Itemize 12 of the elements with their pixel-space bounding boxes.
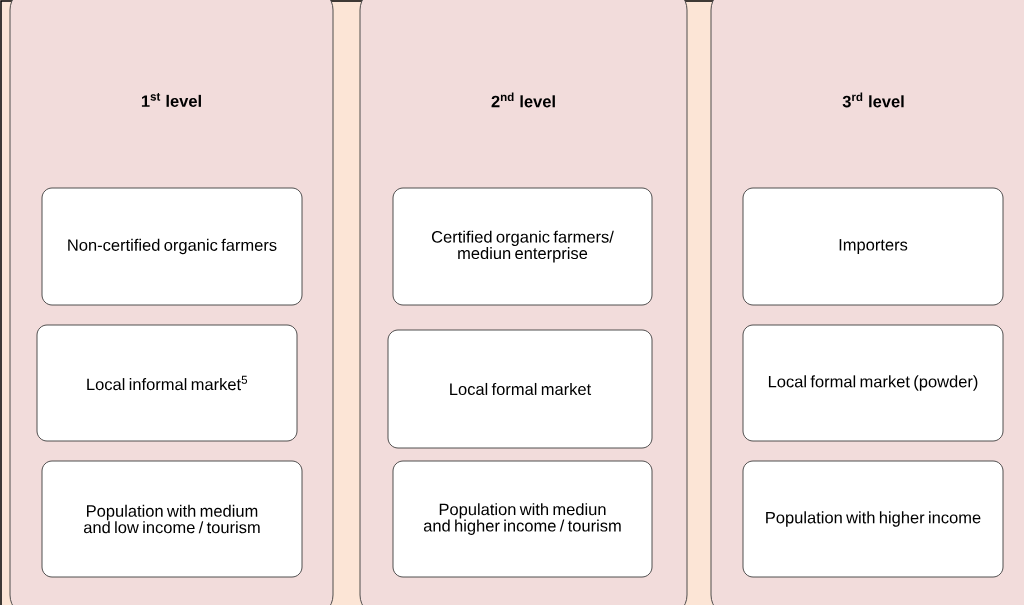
text-box: Population with higher income: [742, 460, 1004, 578]
level-heading: 1$^{st}$ level: [141, 93, 201, 107]
text-box: Local formal market: [387, 329, 653, 449]
text-box: Certified organic farmers/ mediun enterprise: [392, 187, 653, 306]
text-box: Population with mediun and higher income / tourism: [392, 460, 653, 578]
text-box: Population with medium and low income / tourism: [41, 460, 303, 578]
text-box: Non-certified organic farmers: [41, 187, 303, 306]
level-heading: 2$^{nd}$ level: [491, 92, 555, 108]
text-box: Importers: [742, 187, 1004, 306]
text-box: Local formal market (powder): [742, 324, 1004, 442]
text-box: Local informal market$^{5}$: [36, 324, 298, 442]
level-heading: 3$^{rd}$ level: [842, 92, 904, 108]
